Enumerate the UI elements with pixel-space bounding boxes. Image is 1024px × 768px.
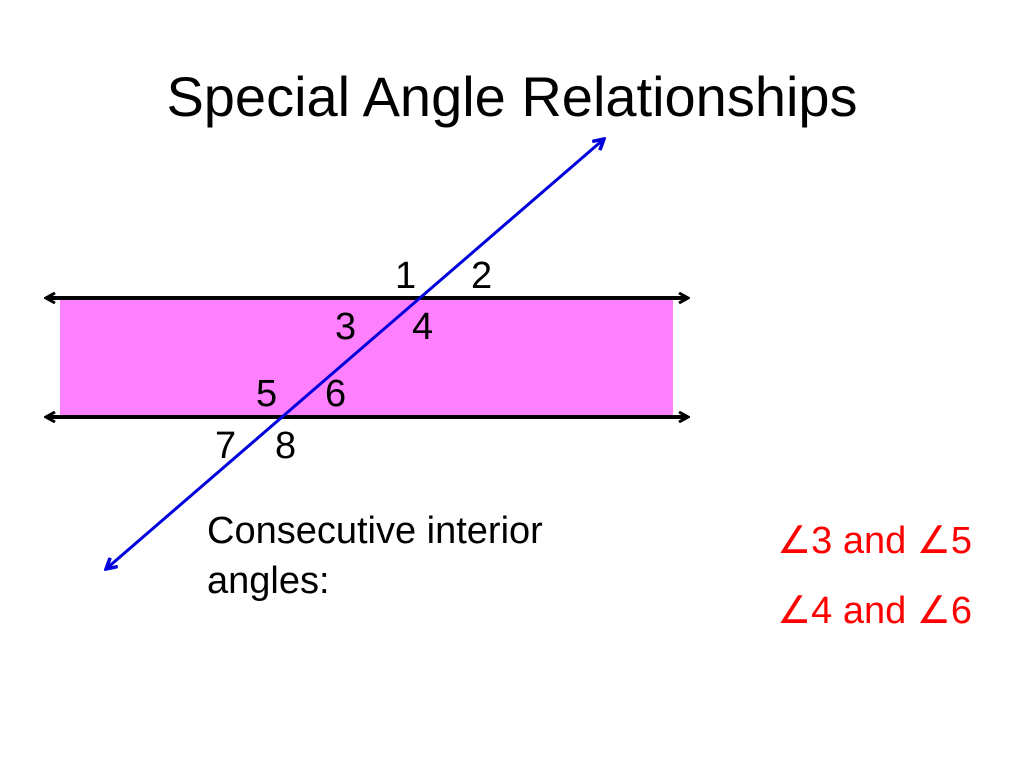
angle-label-7: 7: [215, 425, 236, 467]
interior-region: [60, 300, 673, 415]
relationship-description: Consecutive interior angles:: [207, 506, 627, 606]
angle-pair-2: ∠4 and ∠6: [777, 590, 972, 632]
angle-label-2: 2: [471, 255, 492, 297]
slide-title: Special Angle Relationships: [166, 65, 858, 128]
angle-label-3: 3: [335, 306, 356, 348]
transversal-line: [106, 139, 604, 569]
angle-label-1: 1: [395, 255, 416, 297]
angle-pair-1: ∠3 and ∠5: [777, 520, 972, 562]
description-line-2: angles:: [207, 560, 330, 602]
angle-label-8: 8: [275, 425, 296, 467]
angle-label-4: 4: [412, 306, 433, 348]
angle-pairs: ∠3 and ∠5 ∠4 and ∠6: [700, 506, 1000, 646]
angle-label-5: 5: [256, 373, 277, 415]
description-line-1: Consecutive interior: [207, 510, 543, 552]
angle-label-6: 6: [325, 373, 346, 415]
